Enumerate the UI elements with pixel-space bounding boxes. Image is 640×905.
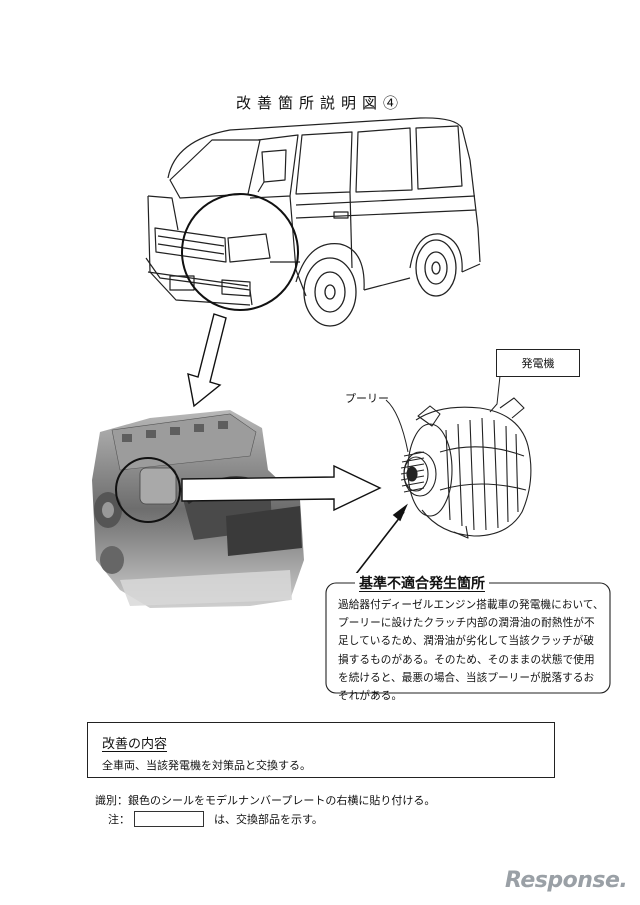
arrow-van-to-engine	[188, 314, 226, 406]
defect-heading: 基準不適合発生箇所	[355, 573, 489, 593]
legend-suffix: は、交換部品を示す。	[214, 811, 323, 827]
alternator-drawing	[401, 398, 531, 538]
arrow-to-defect	[356, 506, 406, 574]
van-illustration	[146, 118, 480, 305]
legend-prefix: 注：	[108, 811, 130, 827]
van-highlight-circle	[182, 194, 298, 310]
engine-photo	[92, 410, 304, 608]
improvement-box: 改善の内容 全車両、当該発電機を対策品と交換する。	[87, 722, 555, 778]
improvement-heading: 改善の内容	[102, 733, 167, 752]
legend-swatch	[134, 811, 204, 827]
pulley-label: プーリー	[345, 390, 389, 406]
watermark-logo: Response.	[505, 868, 627, 893]
improvement-body: 全車両、当該発電機を対策品と交換する。	[102, 757, 311, 773]
identification-note: 識別：銀色のシールをモデルナンバープレートの右横に貼り付ける。	[95, 792, 435, 808]
van-wheels	[304, 240, 456, 326]
pulley-leader-line	[386, 400, 408, 452]
legend-note: 注： は、交換部品を示す。	[108, 811, 323, 827]
defect-description: 過給器付ディーゼルエンジン搭載車の発電機において、プーリーに設けたクラッチ内部の…	[338, 596, 604, 705]
generator-label: 発電機	[496, 349, 580, 377]
generator-leader-line	[490, 376, 500, 412]
